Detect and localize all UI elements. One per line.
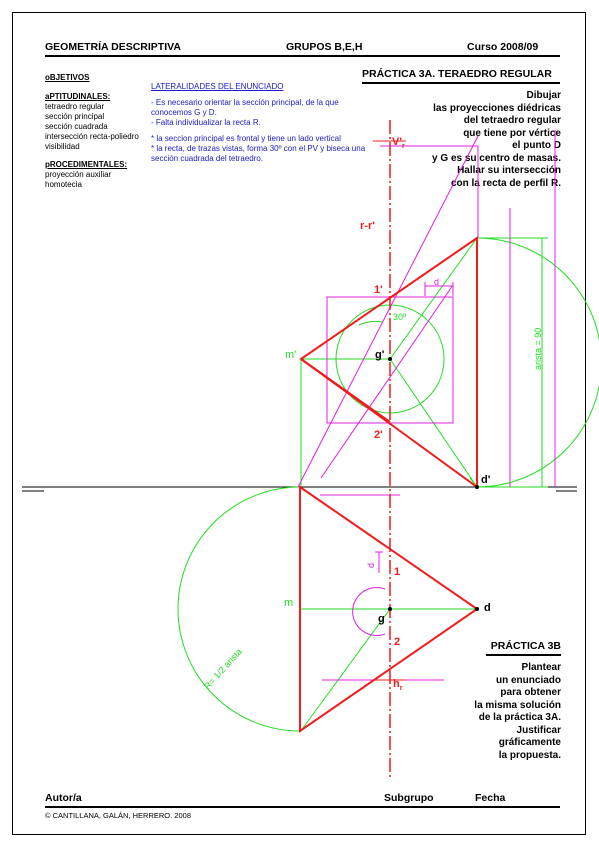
label-angle: 30º <box>393 312 407 322</box>
label-point-1: 1 <box>394 566 400 578</box>
tetrahedron-elevation <box>299 236 478 489</box>
solution-lines <box>299 120 479 780</box>
laterality-line: * la recta, de trazas vistas, forma 30º … <box>151 144 366 153</box>
label-dp: d' <box>481 474 491 486</box>
label-m: m <box>284 597 293 609</box>
laterality-line: sección cuadrada del tetraedro. <box>151 154 264 163</box>
label-mp: m' <box>285 349 296 361</box>
practice-b-line: la propuesta. <box>498 749 561 761</box>
label-radius: R= 1/2 arista <box>202 647 244 692</box>
procedural-item: proyección auxiliar <box>45 170 112 179</box>
lateralities-block: LATERALIDADES DEL ENUNCIADO - Es necesar… <box>151 82 365 164</box>
aptitudinal-item: intersección recta-poliedro <box>45 132 139 141</box>
header-subject: GEOMETRÍA DESCRIPTIVA <box>45 41 181 53</box>
practice-b-title: PRÁCTICA 3B <box>490 640 561 652</box>
statement-line: el punto D <box>512 140 561 151</box>
practice-b-rule <box>486 654 561 656</box>
label-d: d <box>484 602 491 614</box>
label-gp: g' <box>375 349 385 361</box>
statement-line: Dibujar <box>526 90 561 101</box>
label-arista: arista = 90 <box>533 328 543 370</box>
statement-line: con la recta de perfil R. <box>450 177 561 189</box>
practice-b-line: de la práctica 3A. <box>478 712 561 723</box>
practice-b-line: para obtener <box>500 687 561 698</box>
aptitudinal-block: aPTITUDINALES: tetraedro regular sección… <box>45 92 139 152</box>
practice-b-line: gráficamente <box>498 737 561 748</box>
copyright: © CANTILLANA, GALÁN, HERRERO. 2008 <box>45 811 191 820</box>
practice-b-line: la misma solución <box>474 699 561 711</box>
date-label: Fecha <box>475 792 506 804</box>
label-d-dim-plan: d <box>366 563 376 568</box>
laterality-line: conocemos G y D. <box>151 108 217 117</box>
statement-line: Hallar su intersección <box>457 165 561 176</box>
label-point-2: 2 <box>394 636 400 648</box>
aptitudinal-title: aPTITUDINALES: <box>45 92 111 101</box>
label-h-trace: hr <box>393 678 403 692</box>
objectives-title: oBJETIVOS <box>45 73 90 82</box>
header-groups: GRUPOS B,E,H <box>286 41 363 53</box>
lateralities-title: LATERALIDADES DEL ENUNCIADO <box>151 82 284 91</box>
header-course: Curso 2008/09 <box>467 41 539 53</box>
aptitudinal-item: tetraedro regular <box>45 102 105 111</box>
key-points <box>388 357 479 611</box>
half-edge-arc <box>177 486 301 732</box>
tetrahedron-plan <box>299 485 479 733</box>
statement-a: Dibujar las proyecciones diédricas del t… <box>432 90 561 190</box>
laterality-line: - Falta individualizar la recta R. <box>151 118 261 127</box>
header-rule <box>45 55 560 57</box>
subgroup-label: Subgrupo <box>384 792 434 804</box>
statement-line: que tiene por vértice <box>463 127 561 139</box>
footer-rule <box>45 806 560 808</box>
laterality-line: - Es necesario orientar la sección princ… <box>151 98 339 107</box>
aptitudinal-item: sección principal <box>45 112 105 121</box>
laterality-line: * la seccion principal es frontal y tien… <box>151 134 341 143</box>
aptitudinal-item: sección cuadrada <box>45 122 108 131</box>
label-point-1p: 1' <box>374 284 383 296</box>
procedural-item: homotecia <box>45 180 82 189</box>
practice-b-line: Justificar <box>516 724 561 736</box>
construction-lines <box>177 237 599 733</box>
procedural-title: pROCEDIMENTALES: <box>45 160 128 169</box>
label-g: g <box>378 613 385 625</box>
label-line-r: r-r' <box>360 220 375 232</box>
practice-b-line: un enunciado <box>496 674 561 686</box>
label-d-dim: d <box>434 277 439 287</box>
label-v-trace: V'r <box>392 136 405 150</box>
statement-line: y G es su centro de masas. <box>432 152 561 164</box>
statement-line: las proyecciones diédricas <box>433 102 561 114</box>
auxiliary-lines <box>297 130 556 681</box>
statement-line: del tetraedro regular <box>463 115 561 126</box>
practice-a-rule <box>362 82 560 84</box>
auxiliary-line <box>297 135 479 488</box>
practice-b-line: Plantear <box>521 662 561 673</box>
aptitudinal-item: visibilidad <box>45 142 80 151</box>
practice-a-title: PRÁCTICA 3A. TERAEDRO REGULAR <box>362 68 552 80</box>
author-label: Autor/a <box>45 792 82 804</box>
edge-rotation-arc <box>476 237 599 488</box>
procedural-block: pROCEDIMENTALES: proyección auxiliar hom… <box>45 160 127 190</box>
practice-b-statement: Plantear un enunciado para obtener la mi… <box>474 662 561 762</box>
label-point-2p: 2' <box>374 429 383 441</box>
